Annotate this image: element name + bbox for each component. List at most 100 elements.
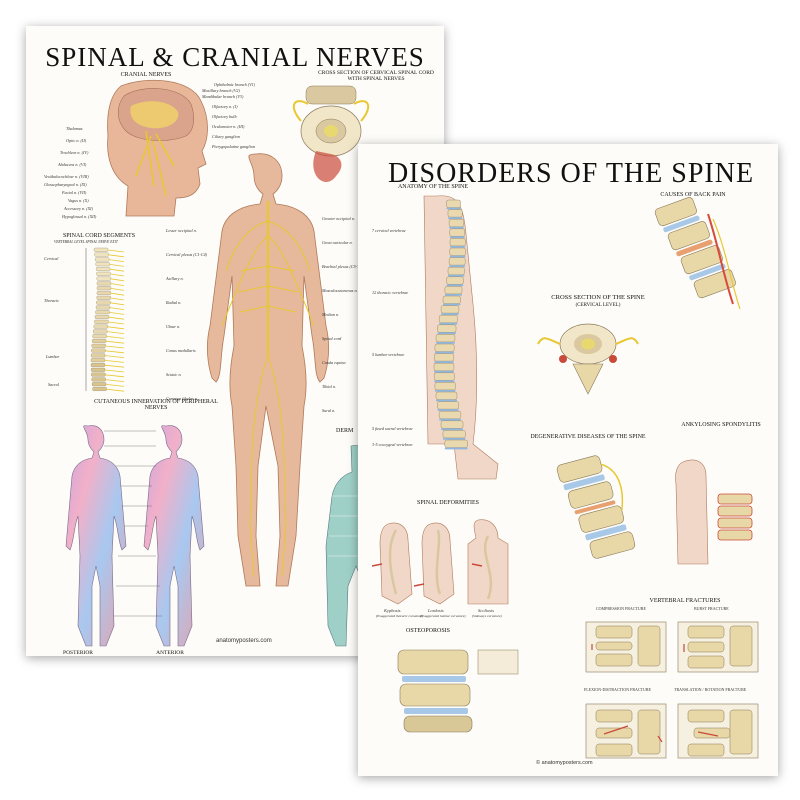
vertebra-segment (94, 252, 109, 257)
anterior-view-label: ANTERIOR (156, 650, 184, 656)
posterior-view-label: POSTERIOR (63, 650, 93, 656)
spine-vertebra (449, 238, 466, 247)
spine-vertebra (435, 391, 458, 400)
spine-vertebra (434, 372, 455, 381)
spinal-nerve-exit (107, 331, 125, 334)
deformity-kyphosis-desc: (Exaggerated thoracic curvature) (376, 614, 424, 618)
spinal-nerve-exit (110, 297, 125, 301)
intervertebral-disc (444, 294, 463, 296)
vertebral-fractures-heading: VERTEBRAL FRACTURES (649, 598, 721, 604)
deformity-kyphosis-name: Kyphosis (384, 608, 401, 613)
body-nerve-label: Musculocutaneous n. (322, 288, 358, 293)
body-nerve-label: Conus medullaris (166, 348, 196, 353)
vertebra-segment (90, 353, 106, 358)
cranial-label: Accessory n. (XI) (64, 206, 93, 211)
region-label-cervical: Cervical (44, 256, 59, 261)
cranial-label: Vagus n. (X) (68, 198, 89, 203)
spinal-nerve-exit (105, 350, 125, 354)
spine-vertebra (440, 420, 464, 429)
cross-section-subheading: (CERVICAL LEVEL) (575, 303, 621, 308)
vertebra-segment (92, 334, 107, 339)
spinal-segments-illustration (85, 247, 125, 392)
spinal-nerve-exit (105, 355, 125, 358)
intervertebral-disc (448, 274, 465, 277)
spinal-nerve-exit (106, 388, 125, 392)
degenerative-heading: DEGENERATIVE DISEASES OF THE SPINE (530, 434, 646, 440)
spine-vertebra (438, 314, 458, 323)
intervertebral-disc (441, 428, 464, 431)
intervertebral-disc (449, 265, 466, 267)
body-nerve-label: Great auricular n. (322, 240, 353, 245)
cranial-label: Facial n. (VII) (62, 190, 87, 195)
spine-vertebra (438, 411, 462, 419)
intervertebral-disc (434, 390, 456, 392)
spinal-cord-segments-subheading: VERTEBRAL LEVEL SPINAL NERVE EXIT (54, 240, 118, 244)
spinal-deformities-heading: SPINAL DEFORMITIES (417, 500, 479, 506)
intervertebral-disc (449, 246, 466, 248)
spinal-nerve-exit (109, 264, 125, 267)
spine-anatomy-illustration (423, 195, 499, 480)
intervertebral-disc (444, 447, 468, 450)
intervertebral-disc (434, 351, 455, 354)
vertebra-segment (90, 367, 106, 372)
intervertebral-disc (437, 332, 457, 335)
vertebra-segment (93, 247, 109, 252)
spine-vertebra (446, 276, 464, 285)
deformity-scoliosis-desc: (Sideways curvature) (472, 614, 502, 618)
body-nerve-label: Sural n. (322, 408, 336, 413)
body-nerve-label: Lesser occipital n. (166, 228, 197, 233)
spine-vertebra (448, 218, 464, 227)
spine-vertebra (437, 401, 459, 410)
osteoporosis-illustration (397, 649, 519, 733)
spinal-nerve-exit (109, 307, 125, 310)
intervertebral-disc (449, 226, 464, 229)
spine-vertebra (447, 266, 465, 275)
intervertebral-disc (442, 438, 466, 440)
body-nerve-label: Axillary n. (166, 276, 184, 281)
osteoporosis-heading: OSTEOPOROSIS (405, 628, 450, 634)
spinal-nerve-exit (107, 326, 125, 330)
spinal-nerve-exit (110, 292, 125, 296)
vertebra-segment (95, 310, 110, 315)
spinal-nerve-exit (106, 336, 125, 339)
intervertebral-disc (442, 303, 461, 306)
cranial-label-right: Olfactory bulb (212, 114, 237, 119)
spinal-nerve-exit (104, 364, 125, 368)
cranial-label: Hypoglossal n. (XII) (62, 214, 97, 219)
vertebra-segment (92, 387, 107, 391)
spine-vertebra (447, 209, 463, 218)
vertebra-segment (94, 315, 110, 319)
body-nerve-label: Median n. (322, 312, 339, 317)
cross-section-heading: CROSS SECTION OF THE SPINE (551, 294, 645, 301)
intervertebral-disc (434, 361, 454, 363)
spinal-nerve-exit (109, 259, 125, 262)
fracture-translation-label: TRANSLATION / ROTATION FRACTURE (674, 687, 747, 692)
body-nerve-label: Sciatic n. (166, 372, 182, 377)
left-poster-footer: anatomyposters.com (216, 638, 272, 644)
ankylosing-heading: ANKYLOSING SPONDYLITIS (681, 422, 761, 428)
spine-vertebra (435, 334, 456, 343)
spine-vertebra (442, 430, 466, 439)
body-nerve-label: Common fibular n. (166, 396, 198, 401)
spinal-nerve-exit (110, 288, 125, 291)
spinal-nerve-exit (108, 316, 125, 320)
cranial-head-illustration (107, 79, 208, 217)
spine-vertebra (448, 257, 466, 266)
intervertebral-disc (449, 255, 466, 258)
spine-vertebra (444, 439, 468, 448)
vertebra-segment (91, 348, 106, 353)
spinal-nerve-exit (106, 384, 125, 387)
deformity-lordosis-name: Lordosis (428, 608, 444, 613)
intervertebral-disc (449, 236, 465, 239)
vertebra-segment (92, 339, 107, 343)
cranial-nerves-heading: CRANIAL NERVES (120, 72, 172, 78)
body-nerve-label: Tibial n. (322, 384, 336, 389)
vertebra-segment (94, 319, 109, 324)
spinal-cord-segments-heading: SPINAL CORD SEGMENTS (62, 233, 136, 239)
cervical-cross-section-heading: CROSS SECTION OF CERVICAL SPINAL CORD WI… (318, 70, 434, 82)
body-nerve-label: Radial n. (166, 300, 182, 305)
vertebra-segment (91, 372, 106, 377)
degenerative-illustration (556, 455, 636, 559)
back-pain-illustration (654, 197, 741, 310)
vertebra-segment (96, 295, 111, 300)
